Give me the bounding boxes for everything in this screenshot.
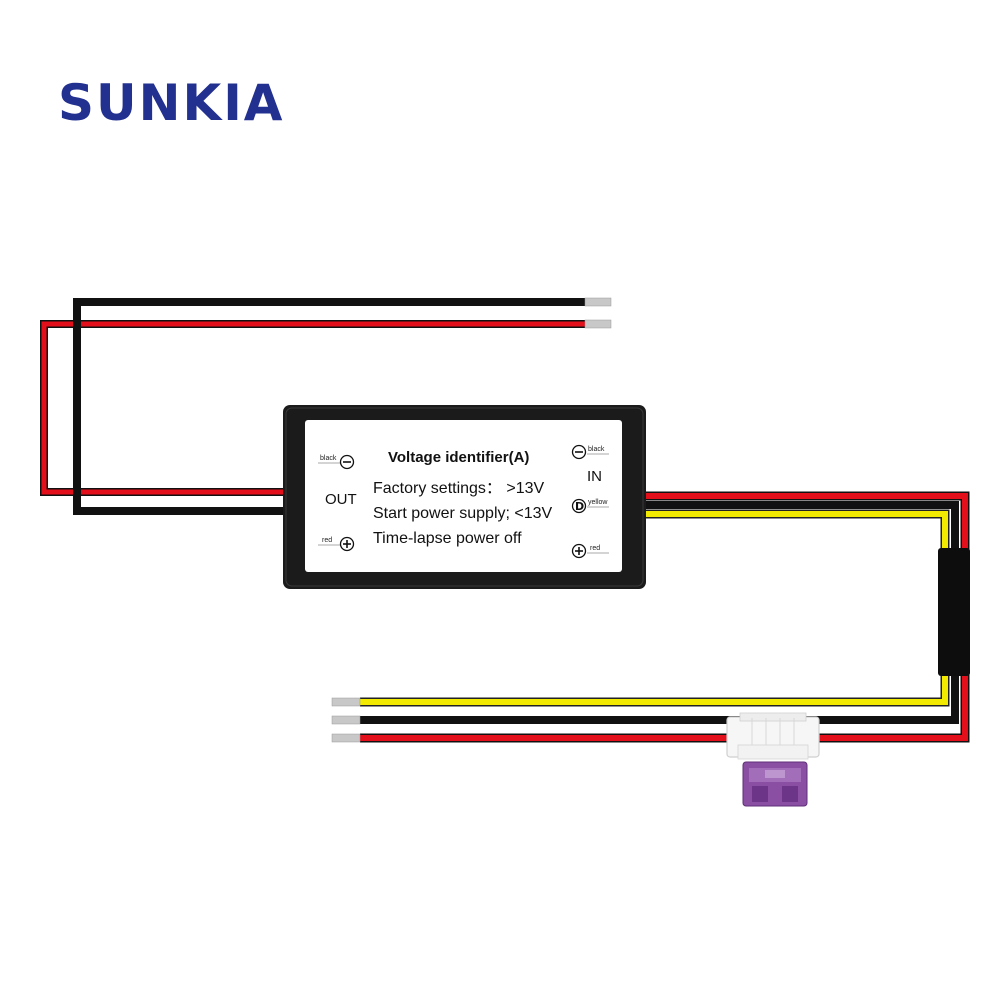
minus-icon xyxy=(571,444,587,460)
spec-start-power: Start power supply; <13V xyxy=(373,505,553,522)
in-wires xyxy=(331,491,970,743)
out-pos-wire-color: red xyxy=(322,537,332,544)
module-title: Voltage identifier(A) xyxy=(388,449,529,466)
svg-text:D: D xyxy=(575,500,584,513)
plus-icon xyxy=(339,536,355,552)
out-red-wire-tip xyxy=(584,319,612,329)
fuse-tap xyxy=(726,712,820,807)
in-signal-wire-color: yellow xyxy=(588,499,608,506)
in-black-wire-tip xyxy=(331,715,361,725)
in-red-wire-tip xyxy=(331,733,361,743)
minus-icon xyxy=(339,454,355,470)
in-yellow-wire-tip xyxy=(331,697,361,707)
in-neg-wire-color: black xyxy=(588,446,605,453)
out-neg-wire-color: black xyxy=(320,455,337,462)
out-wires xyxy=(40,297,612,515)
voltage-module: Voltage identifier(A) Factory settings： … xyxy=(283,405,646,589)
spec-time-lapse: Time-lapse power off xyxy=(373,530,522,547)
in-pos-wire-color: red xyxy=(590,545,600,552)
out-black-wire-tip xyxy=(584,297,612,307)
out-port-label: OUT xyxy=(325,491,357,508)
spec-factory-settings: Factory settings： >13V xyxy=(373,480,545,497)
module-label xyxy=(305,420,622,572)
out-black-wire xyxy=(73,298,585,515)
signal-d-icon: D xyxy=(571,498,587,514)
in-port-label: IN xyxy=(587,468,602,485)
heat-shrink-sleeve xyxy=(938,548,970,676)
brand-logo: SUNKIA xyxy=(58,74,285,132)
plus-icon xyxy=(571,543,587,559)
